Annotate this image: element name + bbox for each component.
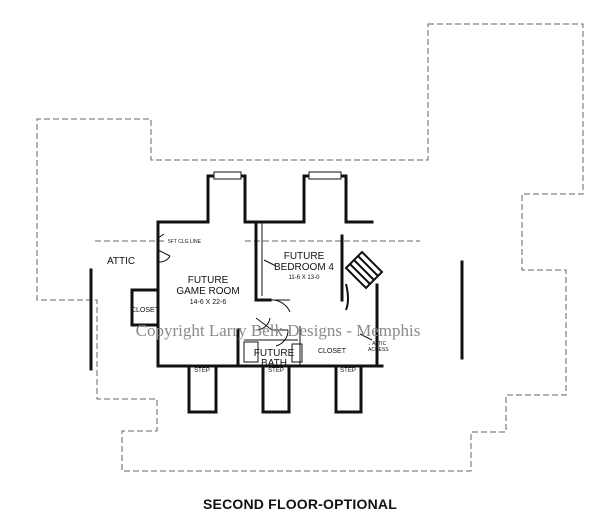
attic-access-1: → ATTIC xyxy=(366,341,387,347)
bedroom-name-2: BEDROOM 4 xyxy=(274,262,334,273)
stair xyxy=(344,250,384,311)
ceiling-line-note: 5FT CLG LINE xyxy=(168,239,202,245)
doors xyxy=(157,249,373,347)
bedroom-size: 11-6 X 13-0 xyxy=(289,275,321,281)
game-room-size: 14-6 X 22-6 xyxy=(190,299,227,306)
step-label-2: STEP xyxy=(268,368,284,374)
walls xyxy=(89,174,464,414)
closet-left-label: CLOSET xyxy=(131,307,160,314)
bath-name-1: FUTURE xyxy=(254,348,295,359)
bedroom-name-1: FUTURE xyxy=(284,251,325,262)
roof-outline xyxy=(36,23,584,472)
game-room-name-1: FUTURE xyxy=(188,275,229,286)
interior-lines xyxy=(157,222,303,366)
step-label-3: STEP xyxy=(340,368,356,374)
attic-access-2: ACCESS xyxy=(368,347,389,353)
closet-right-label: CLOSET xyxy=(318,348,347,355)
step-label-1: STEP xyxy=(194,368,210,374)
plan-caption: SECOND FLOOR-OPTIONAL xyxy=(203,496,397,512)
game-room-name-2: GAME ROOM xyxy=(176,286,239,297)
windows xyxy=(213,171,342,180)
copyright-watermark: Copyright Larry Belk Designs - Memphis xyxy=(136,321,421,340)
bath-name-2: BATH xyxy=(261,358,287,369)
attic-label: ATTIC xyxy=(107,256,135,267)
